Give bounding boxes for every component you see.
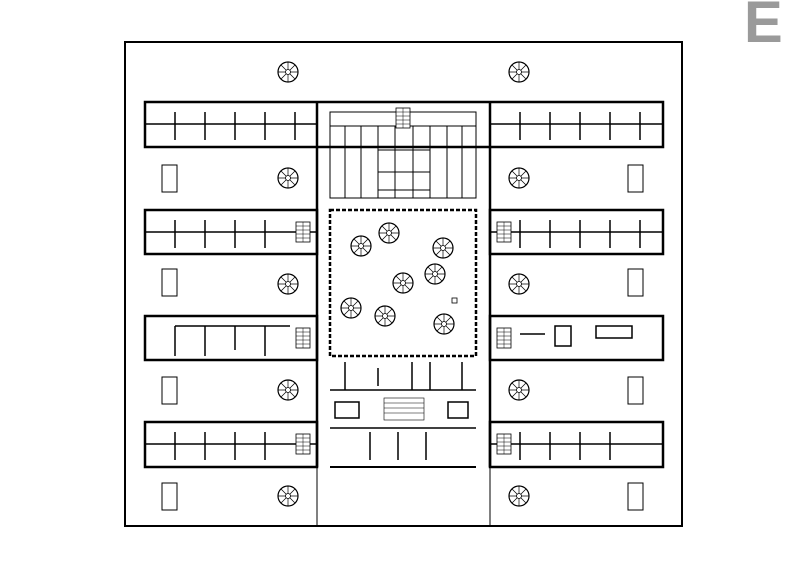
- wing-3-east-stair-icon: [496, 327, 512, 349]
- south-east-stair-icon: [496, 433, 512, 455]
- central-stair-icon: [383, 397, 425, 421]
- planters: [161, 164, 644, 511]
- wing-2-west-stair-icon: [295, 221, 311, 243]
- wing-2-rooms: [145, 220, 663, 248]
- wing-3-rooms: [174, 325, 633, 356]
- courtyard-marker: [451, 297, 458, 304]
- wing-3-west-stair-icon: [295, 327, 311, 349]
- panel-letter: E: [744, 0, 783, 55]
- south-wing-rooms: [145, 432, 663, 460]
- wing-2-east-stair-icon: [496, 221, 512, 243]
- north-stair-icon: [395, 107, 411, 129]
- central-south-block: [330, 362, 476, 460]
- north-wing-rooms: [145, 112, 663, 140]
- entrance-passage: [316, 466, 491, 526]
- south-west-stair-icon: [295, 433, 311, 455]
